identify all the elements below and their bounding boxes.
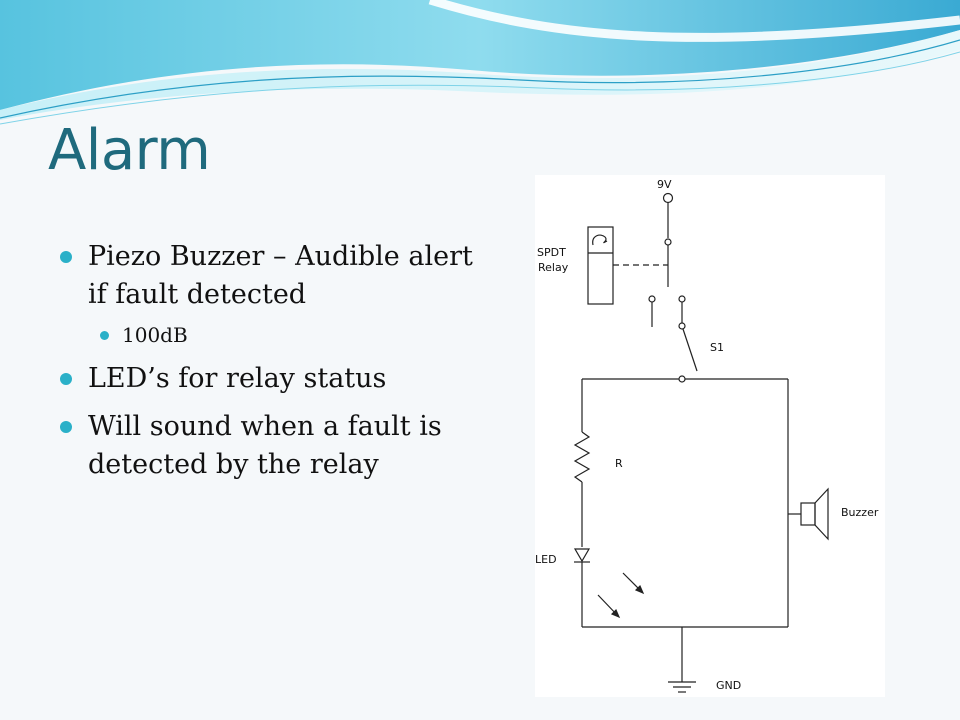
label-buzzer: Buzzer [841, 506, 879, 519]
supply-terminal [662, 192, 674, 204]
label-9v: 9V [657, 178, 672, 191]
label-spdt: SPDT [537, 246, 566, 259]
alarm-circuit-schematic: 9V SPDT Relay S1 R LED Buzzer GND [535, 175, 885, 697]
bullet-item-piezo-buzzer: Piezo Buzzer – Audible alert if fault de… [60, 238, 480, 314]
resistor-r [573, 431, 591, 483]
buzzer-horn [814, 487, 829, 541]
label-led: LED [535, 553, 557, 566]
slide-title: Alarm [48, 118, 211, 183]
relay-coil [587, 226, 614, 305]
label-gnd: GND [716, 679, 741, 692]
bullet-item-led-status: LED’s for relay status [60, 360, 480, 398]
switch-s1-contact [678, 375, 686, 383]
sub-bullet-item-100db: 100dB [100, 320, 480, 350]
led-diode [573, 548, 591, 563]
bullet-list: Piezo Buzzer – Audible alert if fault de… [60, 238, 480, 494]
label-r: R [615, 457, 623, 470]
label-s1: S1 [710, 341, 724, 354]
label-relay: Relay [538, 261, 569, 274]
switch-s1-arm [682, 328, 698, 372]
header-wave-decoration [0, 0, 960, 125]
bullet-item-fault-sound: Will sound when a fault is detected by t… [60, 408, 480, 484]
buzzer-body [800, 502, 816, 526]
